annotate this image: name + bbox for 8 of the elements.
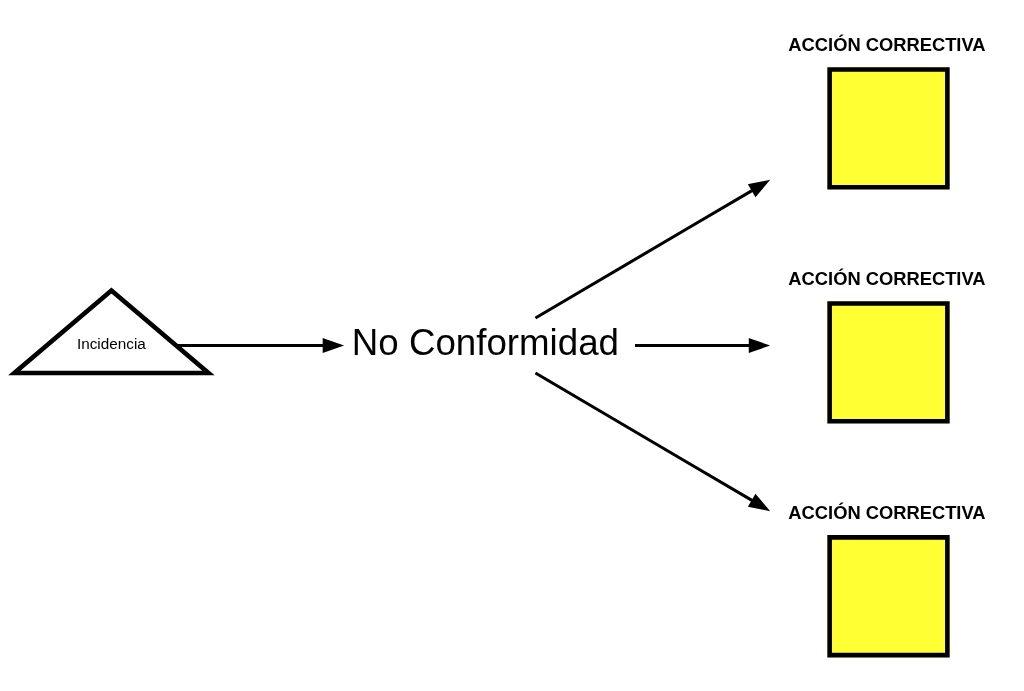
node-label: ACCIÓN CORRECTIVA [788,268,986,290]
arrow [176,338,345,353]
node-label: ACCIÓN CORRECTIVA [788,34,986,56]
arrow [534,371,771,512]
node-label: ACCIÓN CORRECTIVA [788,502,986,524]
node-text: No Conformidad [351,321,619,363]
arrow [635,338,771,353]
arrow [534,179,771,320]
